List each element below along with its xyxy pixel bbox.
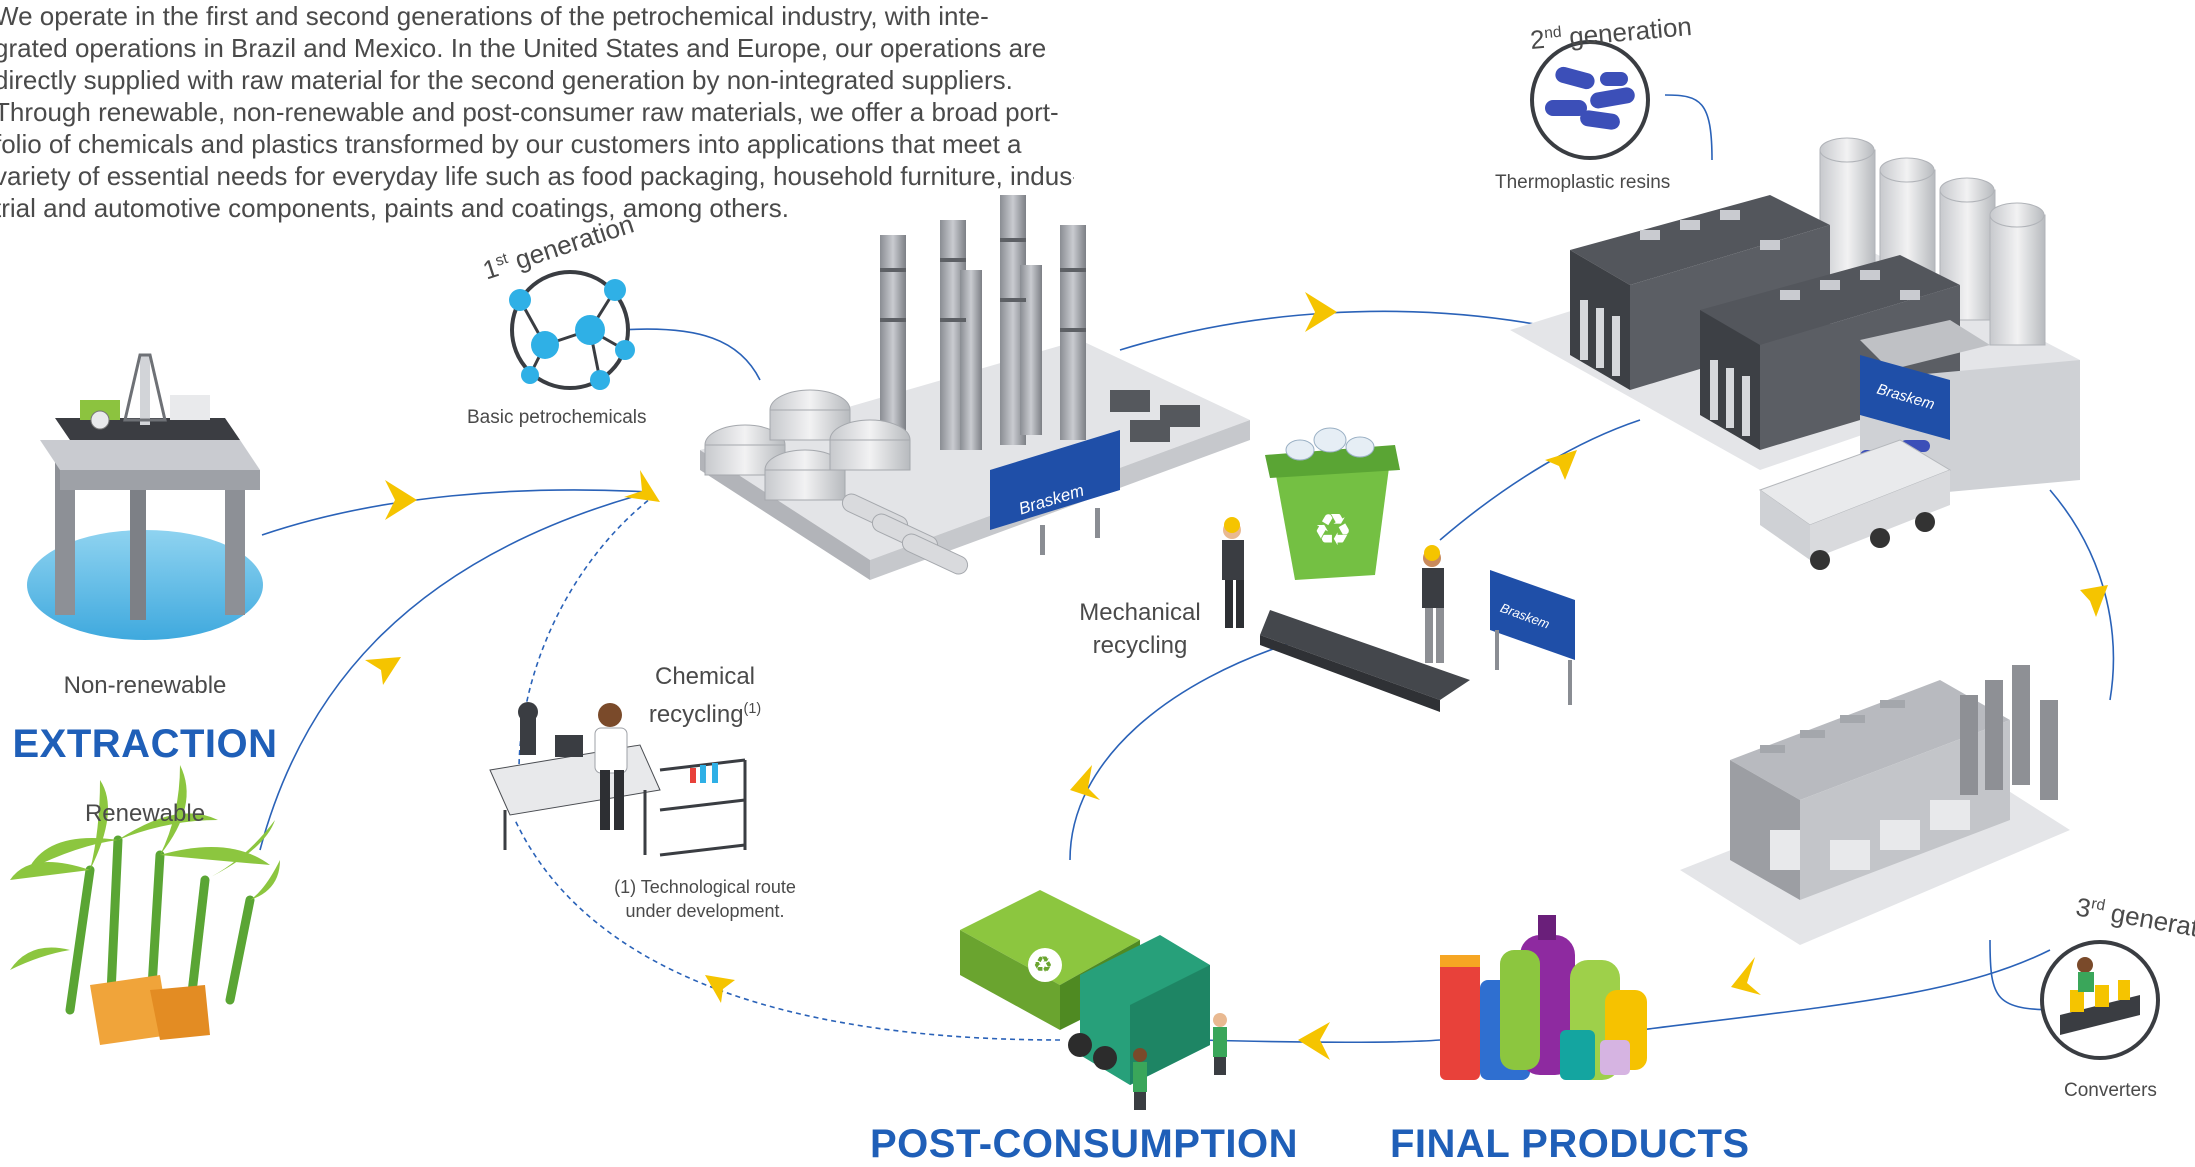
arrow-icon bbox=[2080, 585, 2108, 617]
flow-chemical-to-1st bbox=[518, 494, 656, 801]
first-generation-caption: Basic petrochemicals bbox=[467, 407, 647, 428]
braskem-sign: Braskem bbox=[1860, 355, 1950, 440]
converter-factory-icon bbox=[1680, 665, 2070, 945]
arrow-icon bbox=[1731, 957, 1761, 995]
extraction-title: EXTRACTION bbox=[12, 722, 278, 766]
flow-post-to-mech bbox=[1069, 639, 1301, 861]
chemical-footnote: (1) Technological route under developmen… bbox=[614, 877, 796, 921]
mechanical-recycling-label: Mechanical recycling bbox=[1079, 599, 1201, 659]
third-generation-badge bbox=[2040, 940, 2160, 1060]
first-generation-badge bbox=[509, 270, 635, 390]
arrow-icon bbox=[1070, 765, 1100, 800]
arrow-icon bbox=[705, 975, 735, 1003]
arrow-icon bbox=[624, 470, 660, 502]
arrow-icon bbox=[1305, 292, 1337, 332]
recycle-icon: ♻ bbox=[1313, 505, 1352, 556]
flow-renewable-to-1st bbox=[259, 491, 651, 851]
intro-line: trial and automotive components, paints … bbox=[0, 193, 789, 223]
second-generation-caption: Thermoplastic resins bbox=[1495, 172, 1671, 193]
flow-3rd-caption-link bbox=[1989, 939, 2061, 1011]
final-products-title: FINAL PRODUCTS bbox=[1390, 1122, 1750, 1166]
flow-lines bbox=[259, 94, 2115, 1044]
intro-line: grated operations in Brazil and Mexico. … bbox=[0, 33, 1047, 63]
intro-line: directly supplied with raw material for … bbox=[0, 65, 1013, 95]
petrochemical-plant-icon: Braskem bbox=[700, 195, 1250, 580]
renewable-label: Renewable bbox=[84, 800, 206, 827]
flow-dashed bbox=[514, 494, 1061, 1041]
post-consumption-title: POST-CONSUMPTION bbox=[870, 1122, 1299, 1166]
chemical-lab-scene bbox=[489, 702, 747, 857]
flow-final-to-post bbox=[1199, 1039, 1441, 1044]
flow-arrows bbox=[365, 292, 2108, 1060]
flow-1st-caption-link bbox=[619, 328, 761, 381]
intro-line: Through renewable, non-renewable and pos… bbox=[0, 97, 1059, 127]
non-renewable-label: Non-renewable bbox=[63, 672, 227, 699]
final-products-icon bbox=[1440, 915, 1647, 1080]
mechanical-recycling-scene: ♻ Braskem bbox=[1222, 427, 1575, 712]
sugarcane-icon bbox=[10, 765, 280, 1045]
second-generation-badge bbox=[1530, 40, 1650, 160]
intro-line: variety of essential needs for everyday … bbox=[0, 161, 1074, 191]
scientist-icon bbox=[594, 703, 628, 830]
flow-mech-to-2nd bbox=[1439, 419, 1641, 541]
worker-icon bbox=[1222, 517, 1244, 628]
offshore-platform-icon bbox=[27, 353, 263, 640]
intro-paragraph: We operate in the first and second gener… bbox=[0, 0, 1074, 224]
flow-2nd-to-3rd bbox=[2049, 489, 2115, 701]
worker-icon bbox=[1422, 545, 1444, 663]
resin-plant-icon: Braskem bbox=[1510, 137, 2080, 570]
arrow-icon bbox=[1298, 1022, 1330, 1060]
flow-1st-to-2nd bbox=[1119, 310, 1541, 351]
third-generation-caption: Converters bbox=[2064, 1080, 2157, 1101]
arrow-icon bbox=[385, 480, 417, 520]
intro-line: folio of chemicals and plastics transfor… bbox=[0, 129, 1022, 159]
arrow-icon bbox=[1545, 450, 1577, 480]
flow-3rd-to-final bbox=[1639, 949, 2051, 1031]
recycle-icon: ♻ bbox=[1033, 953, 1053, 978]
chemical-recycling-label: Chemical recycling(1) bbox=[648, 663, 762, 728]
braskem-sign: Braskem bbox=[1490, 570, 1575, 705]
flow-post-to-chemical bbox=[514, 819, 1061, 1041]
flow-2nd-caption-link bbox=[1664, 94, 1713, 161]
garbage-truck-icon: ♻ bbox=[960, 890, 1227, 1110]
intro-line: We operate in the first and second gener… bbox=[0, 1, 989, 31]
truck-icon bbox=[1758, 439, 1952, 570]
arrow-icon bbox=[365, 657, 401, 685]
worker-icon bbox=[1133, 1048, 1147, 1110]
footnote-mark: (1) bbox=[743, 701, 762, 717]
flow-extraction-to-1st bbox=[261, 489, 651, 536]
worker-icon bbox=[1213, 1013, 1227, 1075]
